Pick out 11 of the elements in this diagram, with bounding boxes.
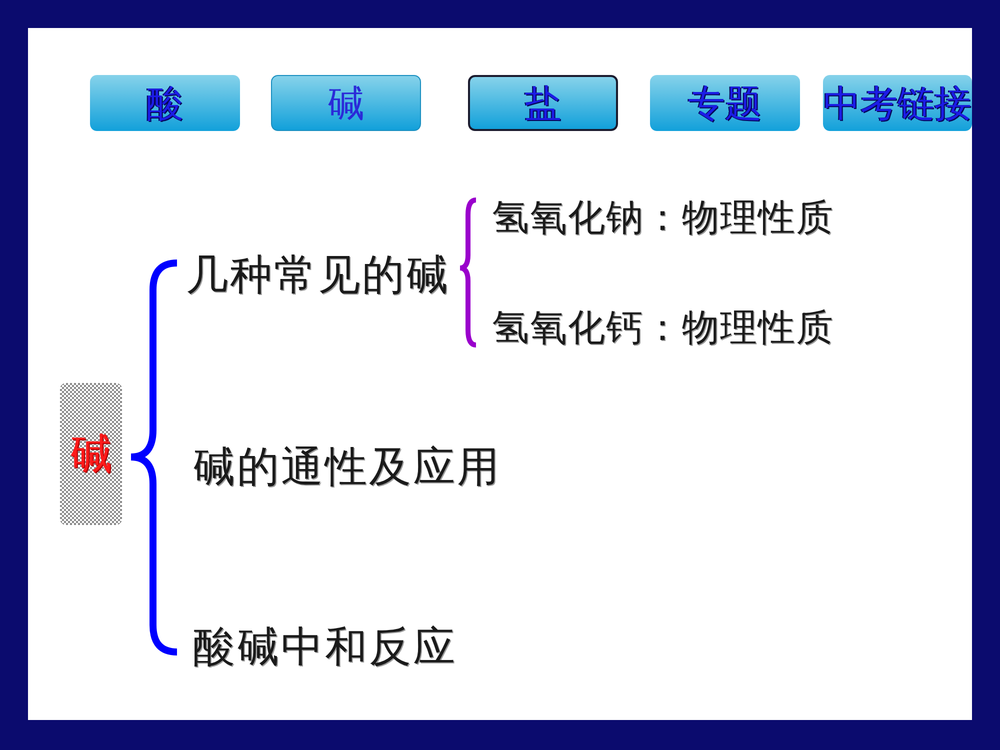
topic-text: 碱的通性及应用 [193, 446, 501, 488]
subtopic-text: 氢氧化钠：物理性质 [492, 199, 834, 236]
nav-button: 碱 [271, 75, 421, 131]
topic-text: 酸碱中和反应 [193, 626, 457, 668]
nav-button: 酸 [90, 75, 240, 131]
nav-button: 专题 [650, 75, 800, 131]
subtopic-text: 氢氧化钙：物理性质 [492, 309, 834, 346]
topic-box: 碱 [60, 383, 122, 525]
nav-button: 中考链接 [823, 75, 972, 131]
nav-button: 盐 [468, 75, 618, 131]
topic-text: 几种常见的碱 [186, 254, 450, 296]
